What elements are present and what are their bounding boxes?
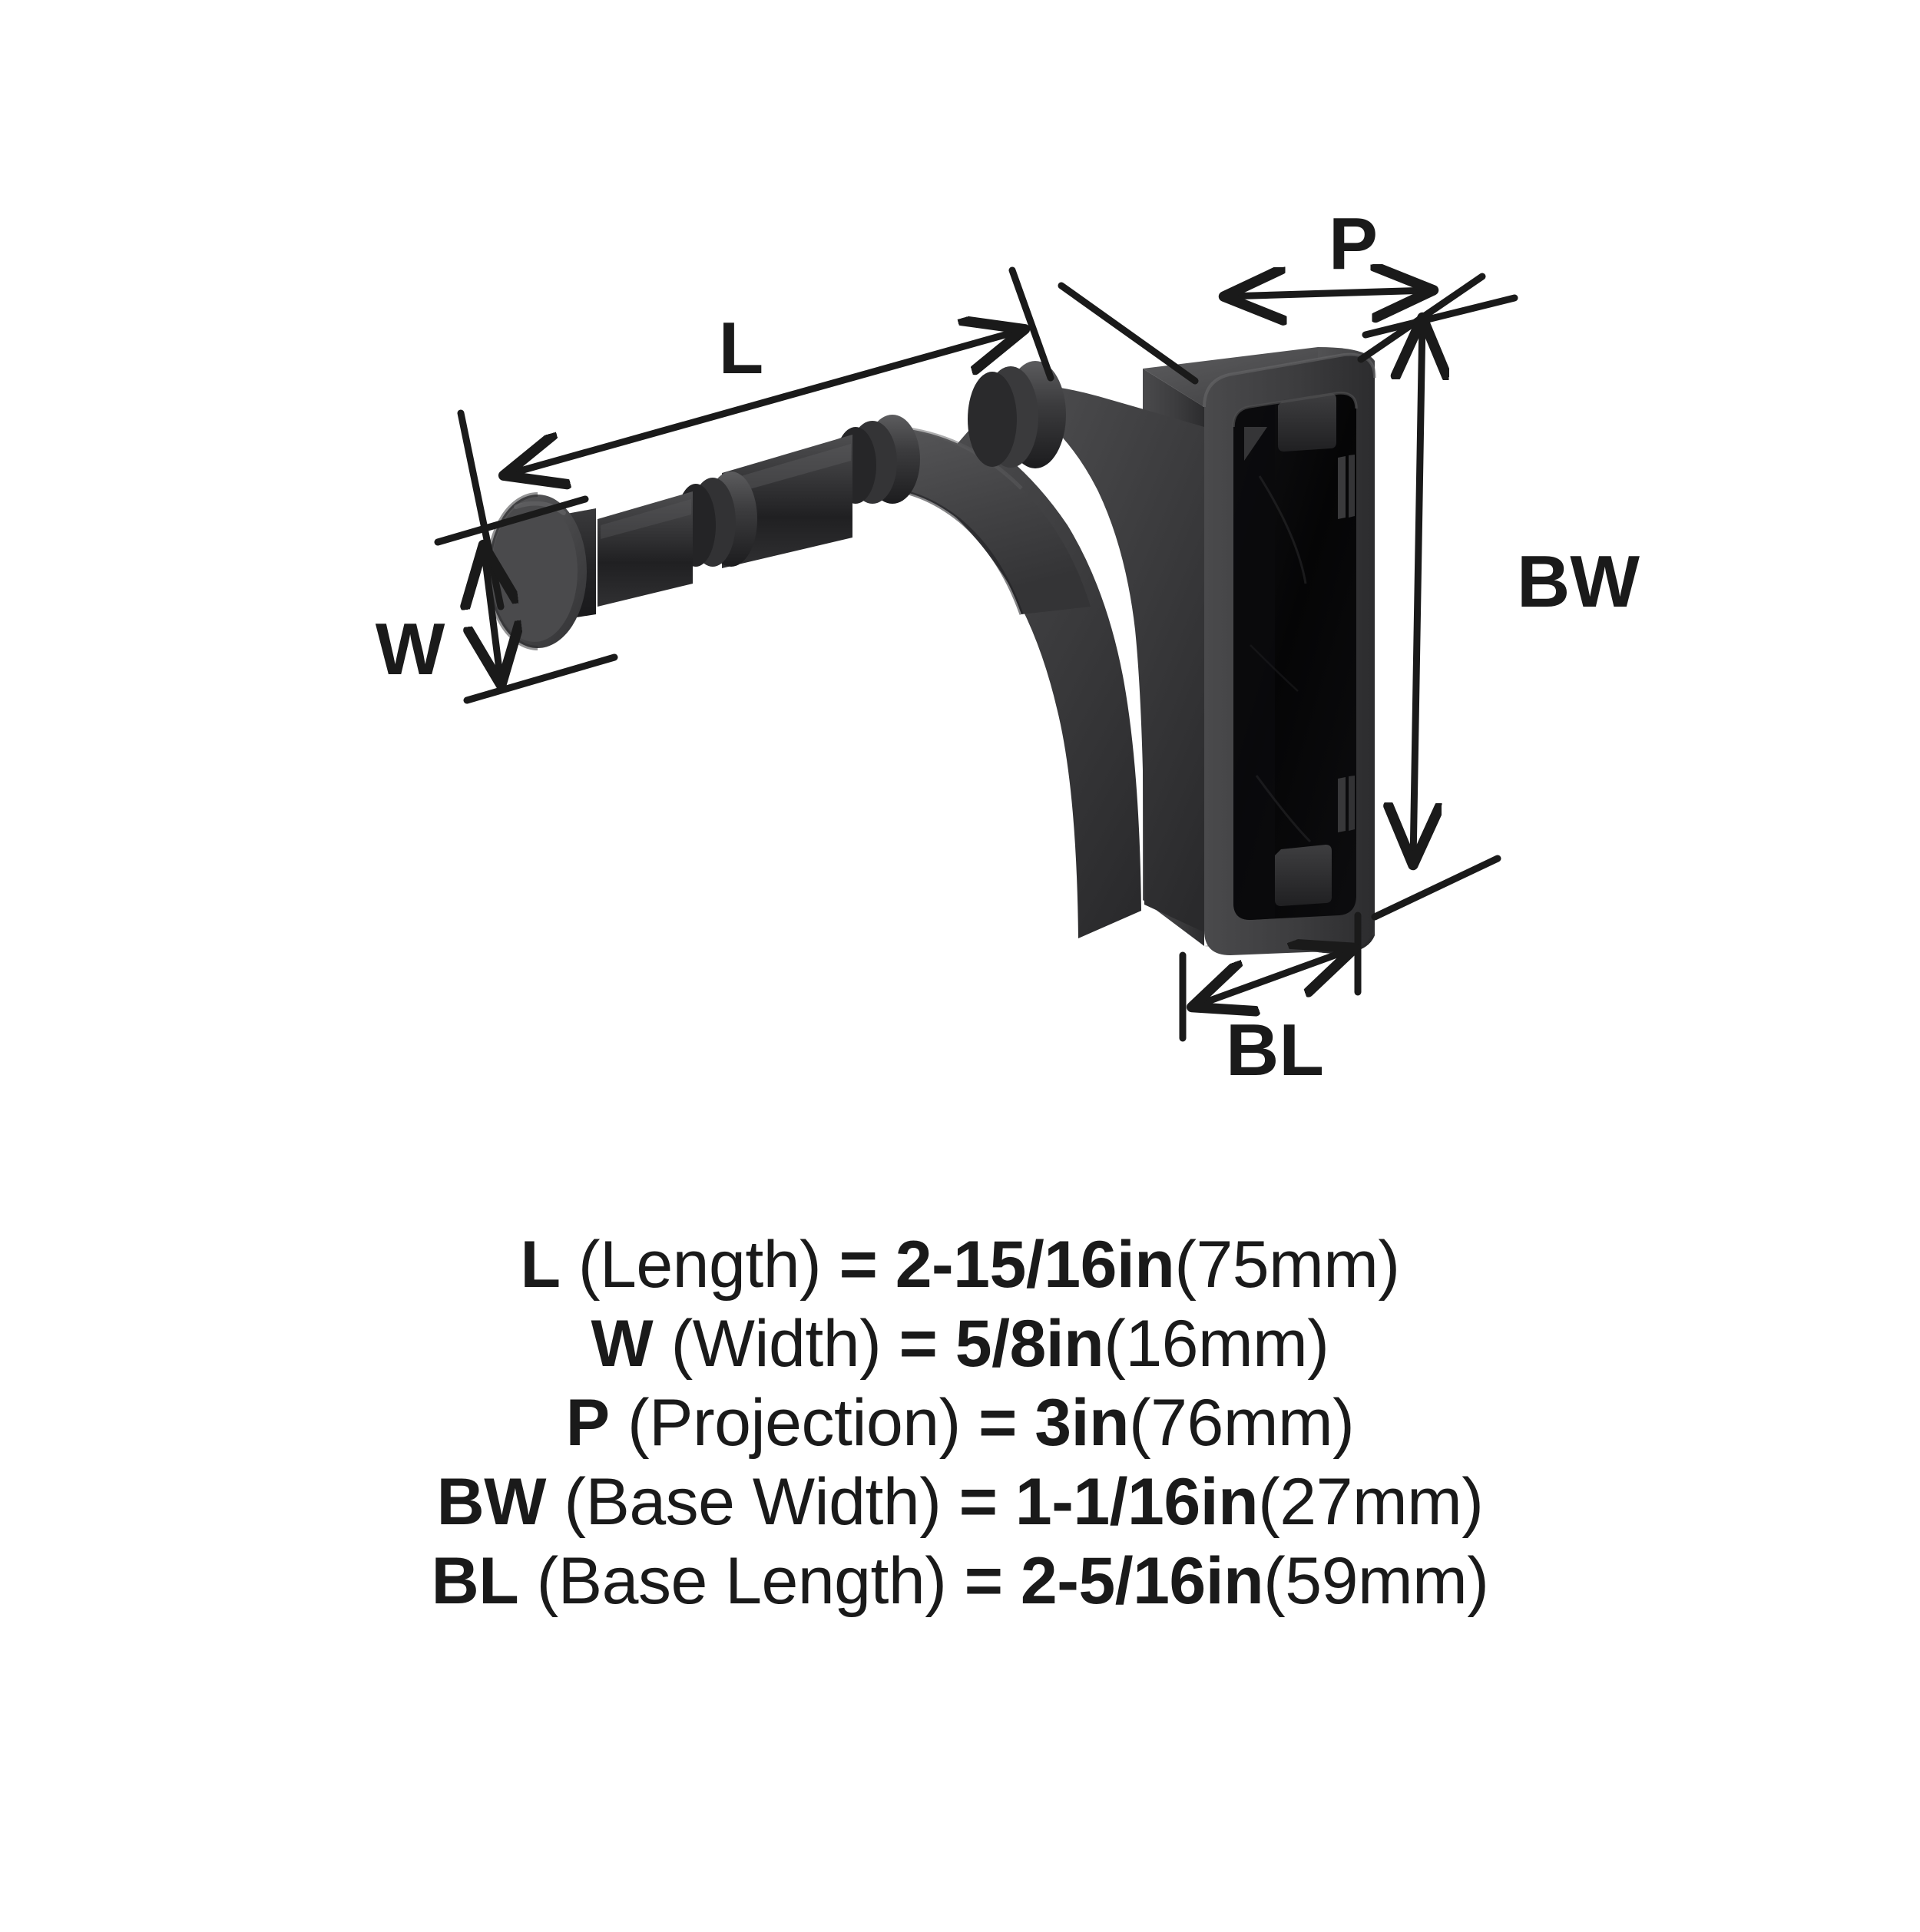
legend-eq-BL: =: [946, 1544, 1021, 1618]
dimension-line-BW: [1413, 321, 1422, 862]
dimension-line-BL: [1195, 949, 1352, 1006]
legend-row-BL: BL (Base Length) = 2-5/16in(59mm): [0, 1542, 1920, 1621]
legend-code-L: L: [520, 1228, 561, 1302]
legend-desc-W: (Width): [653, 1307, 882, 1381]
extension-line-L-right: [1008, 266, 1054, 382]
legend-value-W: 5/8in: [955, 1307, 1104, 1381]
dimension-annotations: [434, 266, 1518, 1042]
legend-desc-BL: (Base Length): [518, 1544, 947, 1618]
extension-line-L-left: [457, 409, 505, 610]
legend-value-BW: 1-1/16in: [1015, 1465, 1259, 1539]
product-illustration: L W P BW BL: [376, 203, 1640, 1091]
hook-product-render: [486, 347, 1376, 955]
legend-eq-W: =: [881, 1307, 955, 1381]
legend-row-L: L (Length) = 2-15/16in(75mm): [0, 1226, 1920, 1305]
dimension-BL: [1179, 911, 1362, 1042]
dimension-labels: L W P BW BL: [376, 203, 1640, 1091]
dimension-line-L: [507, 330, 1021, 475]
legend-value-P: 3in: [1034, 1386, 1130, 1460]
legend-row-BW: BW (Base Width) = 1-1/16in(27mm): [0, 1463, 1920, 1542]
legend-code-P: P: [565, 1386, 610, 1460]
legend-eq-L: =: [821, 1228, 895, 1302]
extension-line-BW-bottom: [1371, 855, 1501, 921]
label-BL: BL: [1226, 1009, 1324, 1091]
legend-row-W: W (Width) = 5/8in(16mm): [0, 1305, 1920, 1384]
legend-eq-BW: =: [941, 1465, 1015, 1539]
label-L: L: [719, 307, 764, 389]
dimension-BW: [1362, 294, 1518, 921]
extension-line-W-top: [434, 495, 589, 546]
legend-desc-BW: (Base Width): [545, 1465, 942, 1539]
legend-eq-P: =: [960, 1386, 1035, 1460]
dimension-W: [434, 495, 618, 704]
legend-metric-P: (76mm): [1129, 1386, 1355, 1460]
legend-metric-BL: (59mm): [1263, 1544, 1489, 1618]
legend-desc-P: (Projection): [609, 1386, 961, 1460]
dimension-line-W: [484, 548, 501, 682]
label-P: P: [1329, 203, 1378, 285]
base-cavity: [1232, 392, 1358, 920]
legend-metric-W: (16mm): [1104, 1307, 1329, 1381]
extension-line-P-left: [1058, 282, 1199, 385]
legend-value-BL: 2-5/16in: [1020, 1544, 1264, 1618]
legend-metric-BW: (27mm): [1258, 1465, 1484, 1539]
legend-code-BL: BL: [431, 1544, 519, 1618]
legend-row-P: P (Projection) = 3in(76mm): [0, 1384, 1920, 1463]
label-BW: BW: [1517, 541, 1640, 623]
dimension-legend-list: L (Length) = 2-15/16in(75mm) W (Width) =…: [0, 1226, 1920, 1621]
legend-code-W: W: [591, 1307, 654, 1381]
legend-code-BW: BW: [436, 1465, 547, 1539]
extension-line-W-bottom: [463, 653, 618, 704]
legend-value-L: 2-15/16in: [895, 1228, 1175, 1302]
legend-desc-L: (Length): [560, 1228, 822, 1302]
label-W: W: [376, 608, 445, 690]
dimension-line-P: [1227, 290, 1430, 296]
legend-metric-L: (75mm): [1174, 1228, 1400, 1302]
